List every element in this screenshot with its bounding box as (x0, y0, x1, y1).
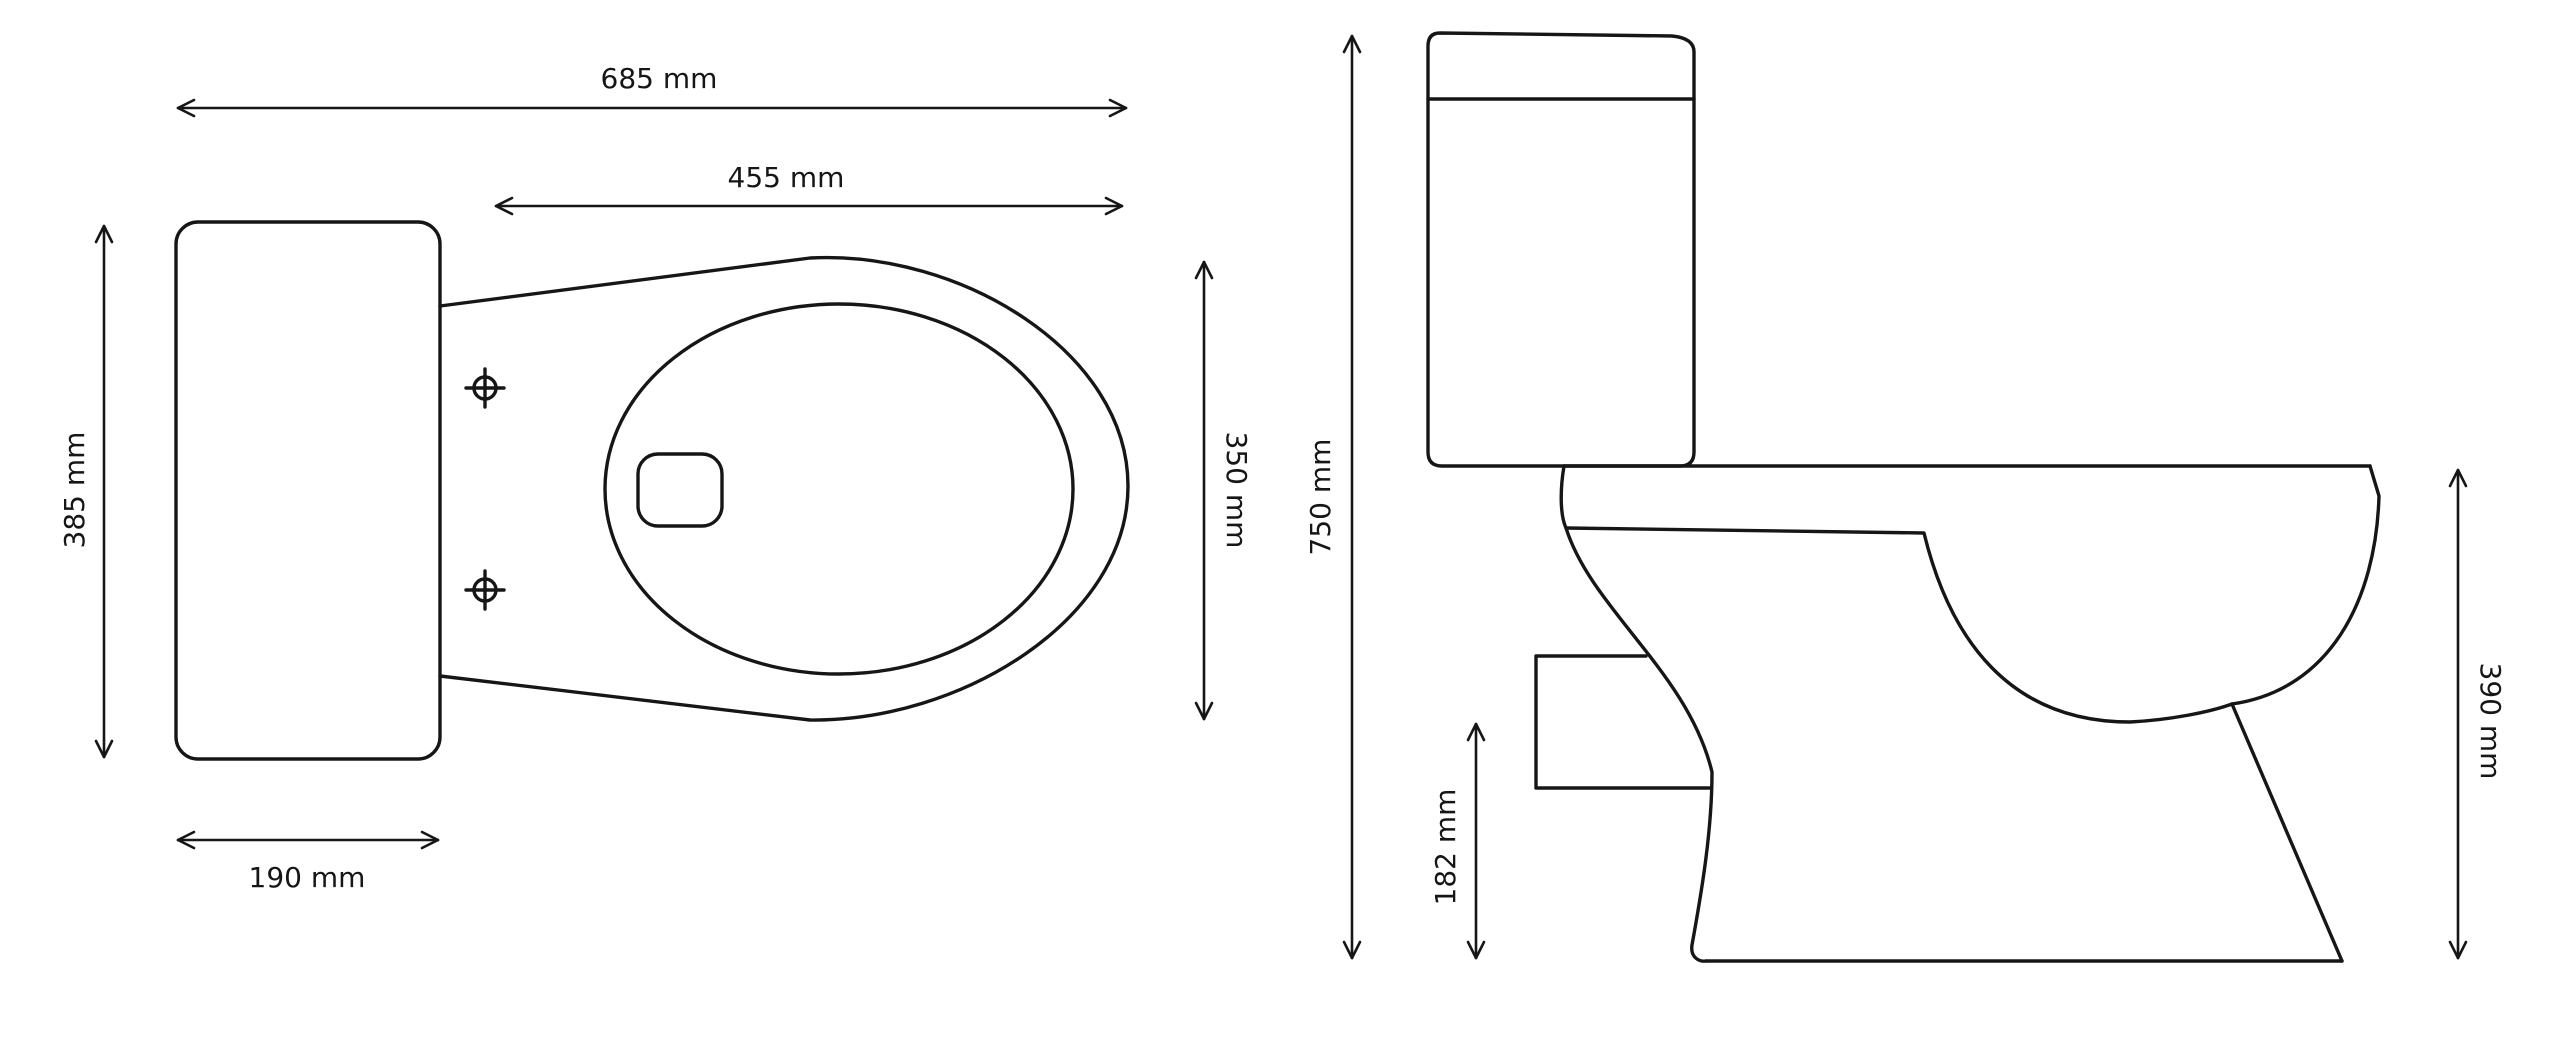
top-view: 685 mm 455 mm 385 mm 350 mm 190 mm (58, 62, 1253, 894)
dim-label-tank-depth: 190 mm (249, 861, 366, 894)
pan-pedestal-front (2230, 702, 2344, 963)
dim-label-total-height: 750 mm (1304, 439, 1337, 556)
bowl-inner-side (1564, 526, 2234, 724)
dim-label-outlet-height: 182 mm (1429, 789, 1462, 906)
tank-outline-top (174, 220, 442, 761)
dim-label-tank-width: 385 mm (58, 432, 91, 549)
pan-front (2230, 464, 2381, 706)
dim-label-bowl-width: 350 mm (1220, 432, 1253, 549)
fixing-point-icon (464, 367, 506, 409)
pan-back-curve (1559, 464, 1714, 963)
dim-label-bowl-length: 455 mm (728, 161, 845, 194)
dim-label-overall-length: 685 mm (601, 62, 718, 95)
drain-top (636, 452, 724, 528)
dim-label-bowl-height: 390 mm (2474, 663, 2507, 780)
side-view: 750 mm 182 mm 390 mm (1304, 31, 2507, 963)
bowl-opening-top (603, 302, 1075, 676)
bowl-outline-top (438, 255, 1130, 722)
fixing-point-icon (464, 569, 506, 611)
outlet-pipe (1534, 654, 1712, 790)
